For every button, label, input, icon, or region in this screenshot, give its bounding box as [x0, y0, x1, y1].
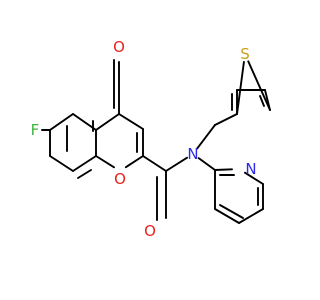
atom-label-amide-oxygen: O — [144, 222, 156, 240]
atom-label-amide-nitrogen: N — [187, 145, 198, 163]
bond-s-t2 — [236, 60, 245, 115]
double-bond-line-2 — [77, 169, 92, 179]
atom-labels: F O O O N N S — [31, 38, 257, 240]
double-bond-line-6 — [259, 95, 265, 107]
structure-diagram: F O O O N N S — [31, 38, 271, 240]
bond-t5-s — [247, 60, 271, 111]
bond-c8-c8a — [72, 155, 97, 172]
atom-label-sulfur: S — [240, 45, 250, 63]
atom-label-fluorine: F — [31, 121, 40, 139]
atom-label-ring-oxygen: O — [114, 170, 126, 188]
bond-cam-nam — [165, 156, 189, 172]
bond-c7-c8 — [49, 155, 74, 172]
bond-c2-o1 — [124, 155, 144, 169]
bond-c4a-c4 — [95, 113, 120, 131]
bond-py2-npy — [214, 168, 233, 171]
double-bond-line-11 — [219, 204, 244, 219]
bond-py5-py4 — [238, 208, 264, 224]
bond-nam-ch2 — [196, 124, 216, 150]
bond-c4-c3 — [118, 113, 144, 130]
bond-lines — [41, 59, 271, 224]
bond-npy-py6 — [243, 171, 264, 185]
atom-label-pyridine-nitrogen: N — [245, 160, 256, 178]
bond-py4-py3 — [214, 208, 240, 224]
bond-c2-cam — [142, 155, 167, 172]
bond-ch2-t2 — [214, 113, 238, 126]
bond-c5-c6 — [49, 113, 74, 131]
atom-label-ketone-oxygen: O — [113, 38, 125, 56]
bond-nam-py2 — [197, 157, 216, 171]
bond-o1-c8a — [95, 155, 116, 169]
